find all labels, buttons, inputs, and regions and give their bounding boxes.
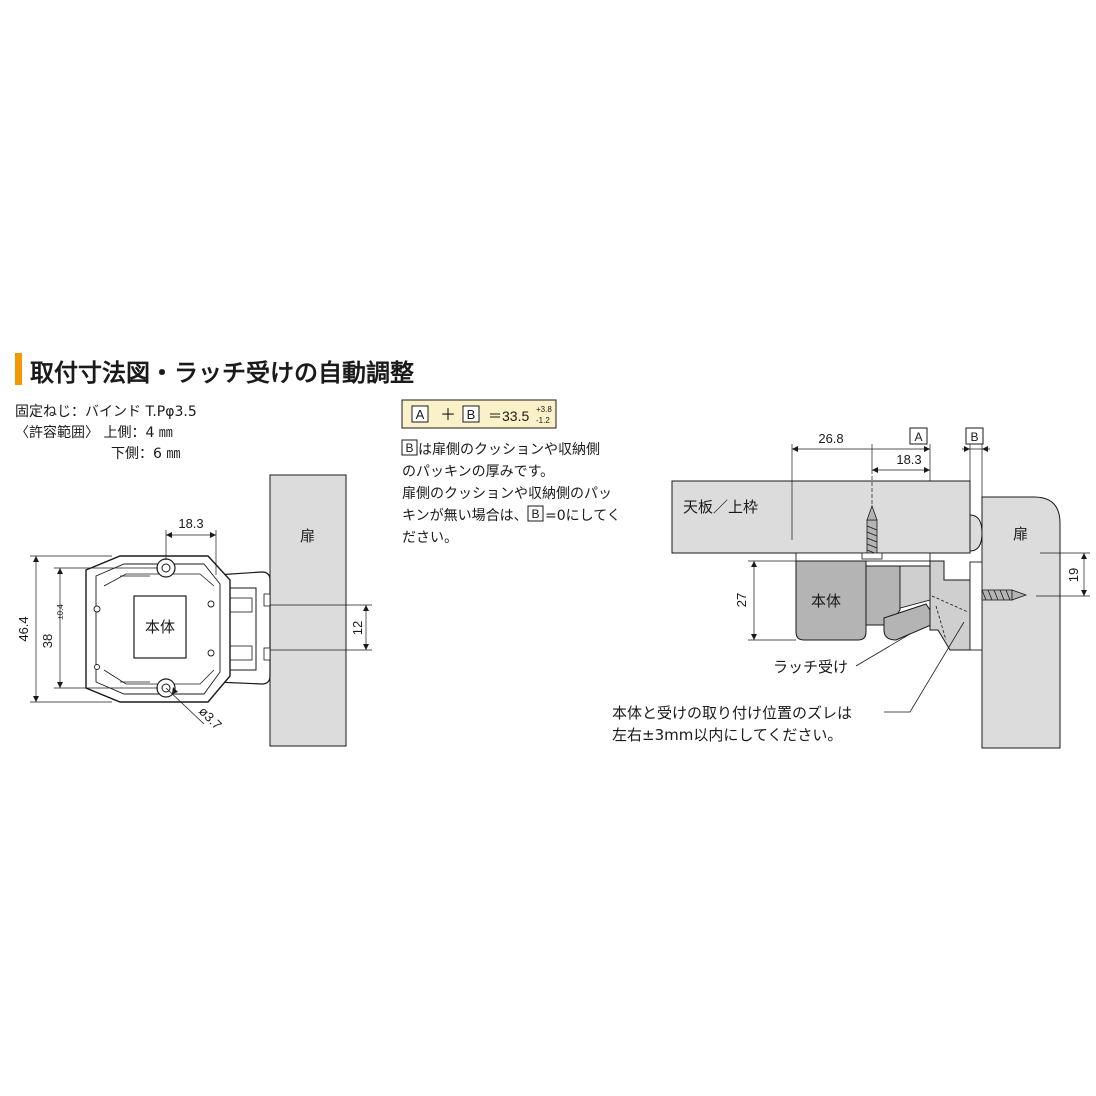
note-line5: ださい。 xyxy=(402,530,458,546)
note-line4-pre: キンが無い場合は、 xyxy=(402,508,528,524)
note-line2: のパッキンの厚みです。 xyxy=(402,464,554,480)
note-line3: 扉側のクッションや収納側のパッ xyxy=(402,486,612,502)
page-title: 取付寸法図・ラッチ受けの自動調整 xyxy=(30,359,414,387)
dim-46-4: 46.4 xyxy=(16,616,31,641)
dim-38: 38 xyxy=(40,634,55,648)
body-label-right: 本体 xyxy=(811,592,841,610)
wood-screw-door xyxy=(981,589,1028,601)
dim-18-3-right: 18.3 xyxy=(896,452,921,467)
dim-27: 27 xyxy=(734,593,749,607)
wood-screw-board xyxy=(861,504,883,560)
formula-box: A ＋ B ＝33.5 +3.8 -1.2 xyxy=(401,399,557,429)
note-block: B は扉側のクッションや収納側 のパッキンの厚みです。 扉側のクッションや収納側… xyxy=(401,439,621,546)
door-panel-right xyxy=(981,496,1061,749)
caution-line2: 左右±3mm以内にしてください。 xyxy=(612,726,842,744)
latch-label: ラッチ受け xyxy=(773,658,848,676)
formula-b-box: B xyxy=(467,407,476,422)
screw-info-line1: 固定ねじ：バインド T.Pφ3.5 xyxy=(15,404,197,420)
caution-line1: 本体と受けの取り付け位置のズレは xyxy=(612,704,852,722)
dim-18-3-left: 18.3 xyxy=(178,516,203,531)
formula-plus: ＋ xyxy=(440,405,456,424)
body-window-left xyxy=(133,595,187,659)
dim-hole-diameter: ø3.7 xyxy=(196,704,225,733)
dim-12: 12 xyxy=(350,621,365,635)
body-side-view xyxy=(795,560,867,641)
formula-tol-minus: -1.2 xyxy=(536,416,550,425)
door-label-right: 扉 xyxy=(1013,525,1028,543)
dim-19: 19 xyxy=(1066,568,1081,582)
top-board-panel xyxy=(671,480,971,554)
screw-info-line3: 下側：6 ㎜ xyxy=(111,446,180,462)
formula-equals: ＝33.5 xyxy=(488,408,529,424)
door-label-left: 扉 xyxy=(300,527,315,545)
left-view: 扉 本体 18.3 xyxy=(16,474,372,747)
formula-a-box: A xyxy=(416,407,425,422)
title-accent-bar xyxy=(15,353,22,385)
note-line1: は扉側のクッションや収納側 xyxy=(418,442,600,458)
body-label-left: 本体 xyxy=(145,618,175,636)
right-view: 天板／上枠 扉 本体 xyxy=(612,427,1090,749)
formula-tol-plus: +3.8 xyxy=(536,405,552,414)
dim-26-8: 26.8 xyxy=(818,431,843,446)
screw-info-line2: 〈許容範囲〉 上側：4 ㎜ xyxy=(15,424,173,441)
top-board-label: 天板／上枠 xyxy=(683,498,758,516)
note-line4-post: =0にしてく xyxy=(545,508,621,524)
dim-38-tol: ±0.4 xyxy=(56,604,65,620)
note-b-box: B xyxy=(405,441,413,455)
door-panel-left xyxy=(269,474,347,747)
dim-a-box: A xyxy=(914,430,922,444)
dim-b-box: B xyxy=(970,430,978,444)
latch-receiver xyxy=(929,560,971,651)
note-line4-box: B xyxy=(531,507,539,521)
